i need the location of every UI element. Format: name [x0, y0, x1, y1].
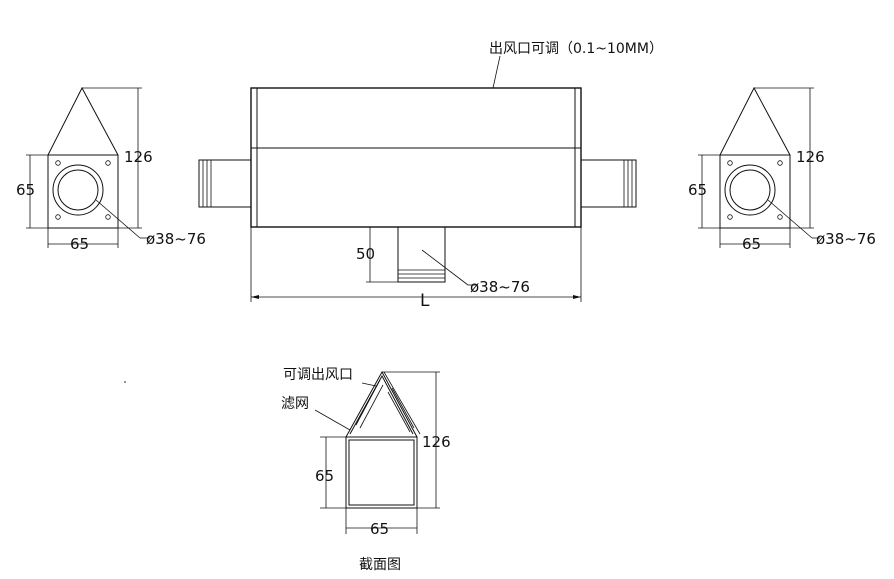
right-height-65: 65	[688, 181, 707, 199]
section-width-65: 65	[370, 520, 389, 538]
length-L: L	[420, 291, 430, 311]
right-width-65: 65	[742, 235, 761, 253]
right-height-126: 126	[796, 148, 825, 166]
outlet-adjustable-note: 出风口可调（0.1~10MM）	[489, 41, 663, 57]
inlet-height-50: 50	[356, 245, 375, 263]
filter-mesh-label: 滤网	[281, 396, 309, 412]
left-diameter: ø38~76	[146, 230, 206, 248]
inlet-diameter: ø38~76	[470, 278, 530, 296]
right-end-view: 126 65 65 ø38~76	[688, 86, 876, 253]
adjustable-outlet-label: 可调出风口	[283, 367, 353, 383]
main-side-view: 50 L ø38~76 出风口可调（0.1~10MM）	[198, 41, 663, 311]
right-diameter: ø38~76	[816, 230, 876, 248]
left-height-65: 65	[16, 181, 35, 199]
left-end-view: 126 65 65 ø38~76	[16, 86, 206, 253]
section-view-caption: 截面图	[359, 557, 401, 573]
section-height-126: 126	[422, 433, 451, 451]
left-height-126: 126	[124, 148, 153, 166]
left-width-65: 65	[70, 235, 89, 253]
section-view: 126 65 65 可调出风口 滤网 截面图	[281, 367, 451, 573]
section-height-65: 65	[315, 467, 334, 485]
